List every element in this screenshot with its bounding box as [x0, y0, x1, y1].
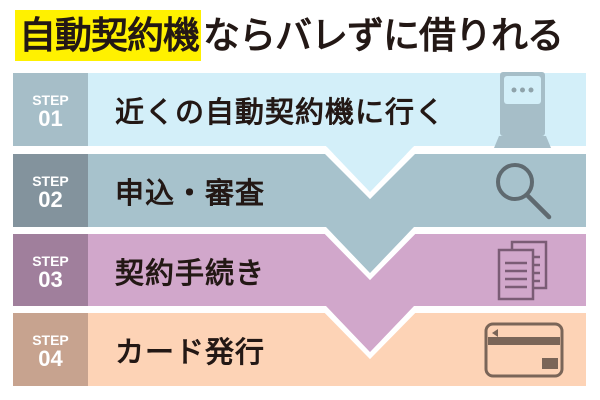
- search-icon: [496, 163, 552, 220]
- headline-rest: ならバレずに借りれる: [203, 14, 564, 57]
- headline-highlight: 自動契約機: [15, 10, 201, 61]
- step-text: 申込・審査: [115, 175, 266, 210]
- step-badge: STEP 01: [13, 73, 88, 146]
- step-number: 02: [38, 187, 63, 212]
- step-number: 01: [38, 106, 63, 131]
- divider: [13, 306, 586, 313]
- step-badge: STEP 04: [13, 313, 88, 386]
- step-label: STEP: [32, 173, 69, 189]
- step-number: 03: [38, 267, 63, 292]
- step-text: カード発行: [115, 334, 266, 369]
- step-number: 04: [38, 346, 63, 371]
- step-badge: STEP 02: [13, 154, 88, 227]
- page-title: 自動契約機ならバレずに借りれる: [15, 10, 564, 61]
- kiosk-icon: [494, 72, 551, 148]
- step-text: 近くの自動契約機に行く: [115, 94, 446, 129]
- step-label: STEP: [32, 92, 69, 108]
- step-badge: STEP 03: [13, 234, 88, 307]
- card-icon: [484, 322, 564, 378]
- documents-icon: [497, 240, 548, 301]
- divider: [13, 227, 586, 234]
- step-text: 契約手続き: [115, 255, 266, 290]
- step-label: STEP: [32, 253, 69, 269]
- step-label: STEP: [32, 332, 69, 348]
